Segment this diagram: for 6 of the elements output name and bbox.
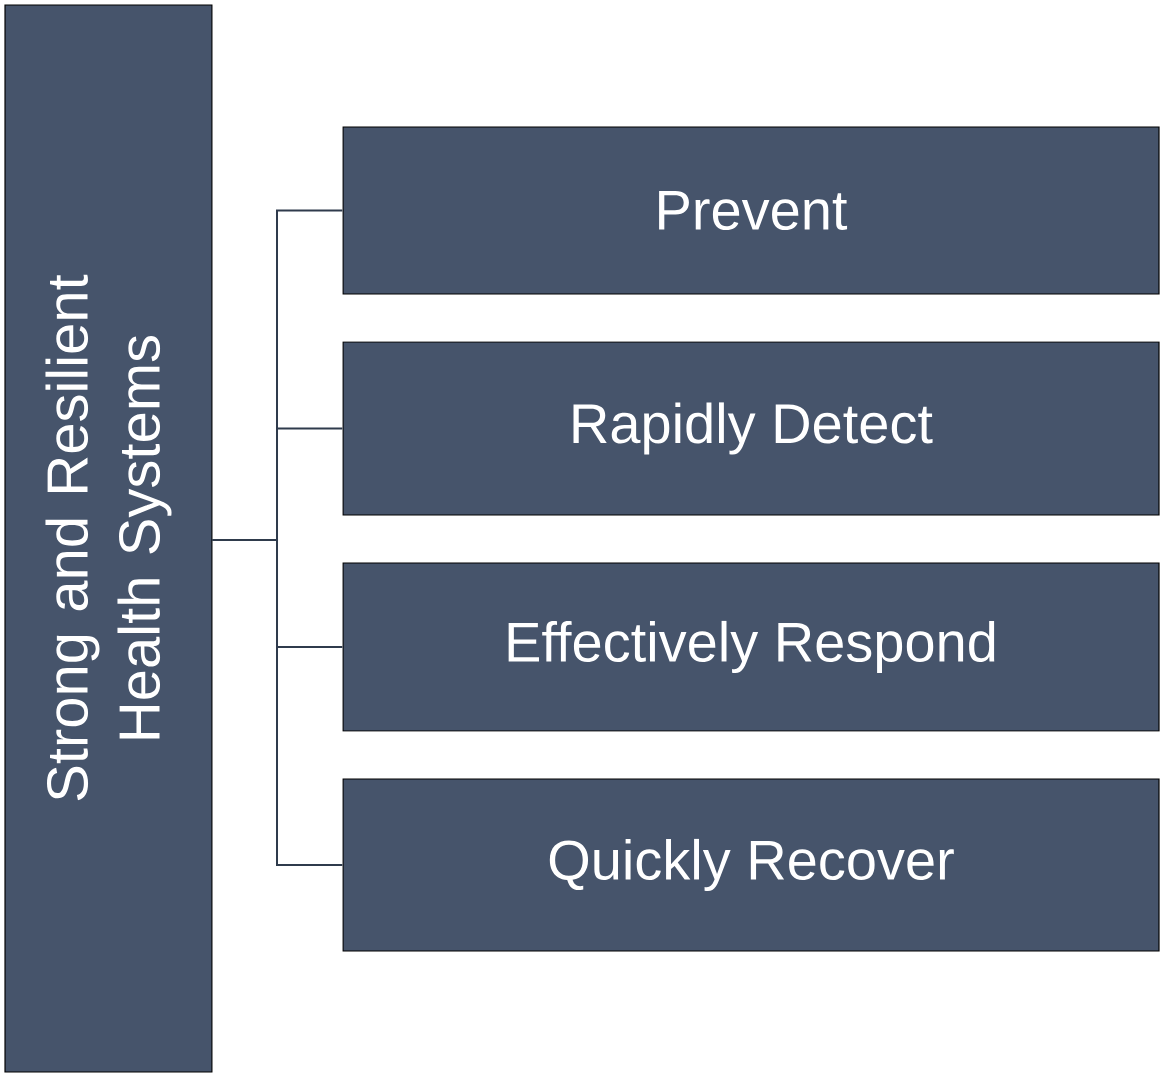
category-box: Prevent xyxy=(342,126,1160,295)
vertical-title-box: Strong and Resilient Health Systems xyxy=(4,4,213,1073)
category-box: Rapidly Detect xyxy=(342,341,1160,516)
connector-line xyxy=(211,539,344,866)
category-box: Quickly Recover xyxy=(342,778,1160,952)
category-box: Effectively Respond xyxy=(342,562,1160,732)
